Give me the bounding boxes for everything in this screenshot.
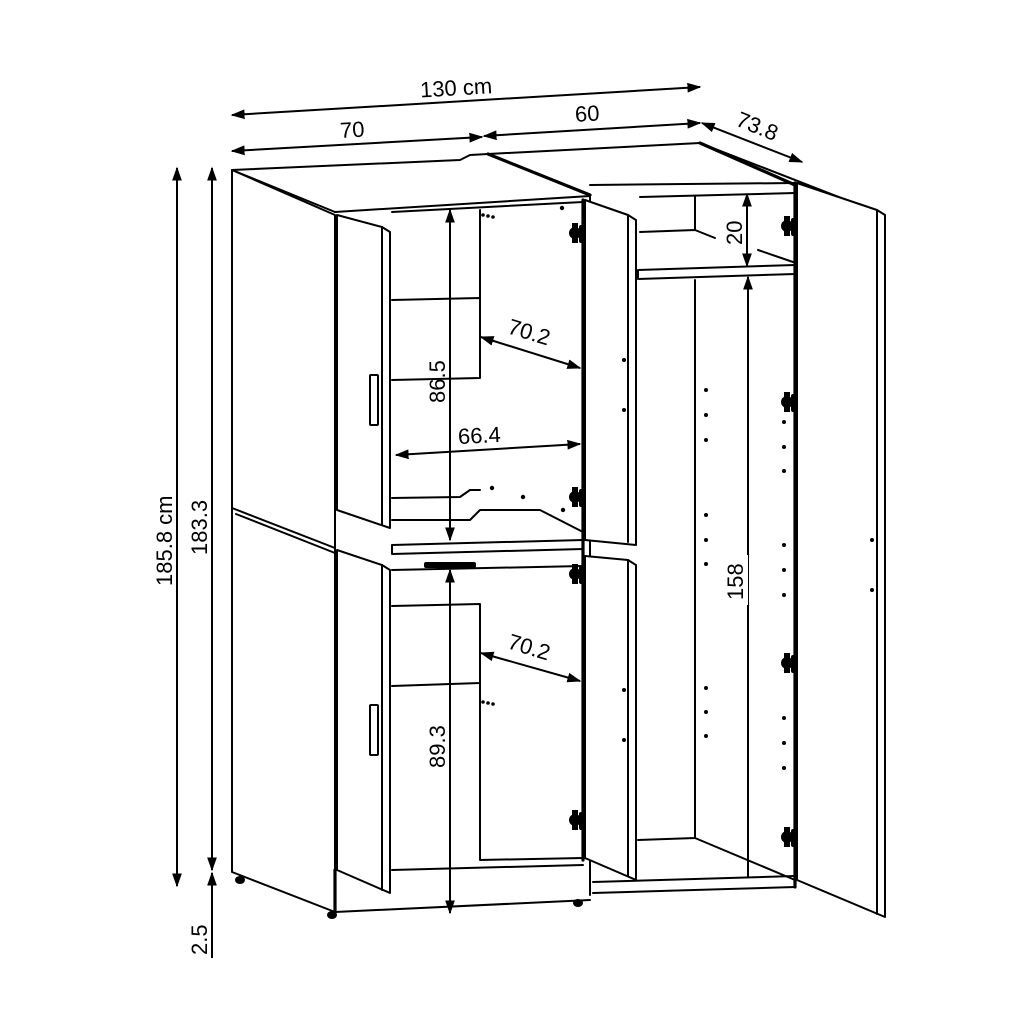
wardrobe-body [231, 141, 886, 919]
door-handle-icon [369, 374, 379, 426]
door-middle-lower [584, 555, 637, 881]
hinge-icon [569, 564, 585, 584]
upper-inner-floor [391, 489, 481, 499]
top-shelf-back-right [757, 249, 794, 263]
dimension-upper-height: 86.5 [425, 208, 455, 542]
total-height-label: 185.8 cm [152, 496, 177, 587]
top-shelf-back-left [639, 229, 716, 239]
upper-width-label: 66.4 [457, 422, 501, 449]
right-plinth-top [592, 875, 796, 883]
left-section-ceiling [391, 201, 584, 213]
lower-back-wall [479, 682, 584, 861]
dimension-lower-height: 89.3 [425, 568, 455, 915]
left-section-top-front [334, 195, 591, 213]
left-plinth-top [391, 864, 584, 871]
right-width-label: 60 [574, 100, 600, 126]
hinge-icon [569, 810, 585, 830]
hinge-icon [569, 223, 585, 243]
dimension-depth: 73.8 [700, 107, 804, 163]
left-plinth-bottom [334, 899, 591, 913]
door-middle-upper [584, 199, 637, 546]
dimension-body-height: 183.3 [187, 166, 217, 872]
dimension-hanging-height: 158 [723, 275, 753, 878]
top-shelf [637, 264, 796, 280]
lower-height-label: 89.3 [425, 725, 450, 768]
hinge-icon [781, 216, 797, 236]
door-left-lower [336, 549, 391, 894]
drawer-top-edge [391, 565, 584, 571]
door-left-upper [336, 214, 391, 529]
leg-left-back [235, 876, 245, 884]
leg-height-label: 2.5 [187, 924, 212, 955]
dimension-left-width: 70 [230, 117, 484, 156]
right-top-edge [698, 141, 797, 187]
section-divider-top [486, 152, 592, 197]
left-side-mid-seam-2 [235, 513, 336, 554]
shelf-pin-holes-left [481, 205, 566, 706]
shelf-pin-holes-right [704, 388, 786, 770]
door-handle-icon [369, 704, 379, 756]
drawer-handle [424, 562, 476, 568]
hinge-icon [781, 392, 797, 412]
depth-label: 73.8 [733, 107, 782, 146]
upper-depth-label: 70.2 [505, 314, 553, 350]
left-width-label: 70 [339, 117, 365, 143]
dimension-upper-width: 66.4 [394, 422, 582, 460]
lower-inner-box [391, 603, 481, 687]
dimension-leg-height: 2.5 [187, 871, 217, 958]
right-floor-diagonal [694, 837, 796, 881]
right-plinth-bottom [592, 886, 796, 894]
lower-depth-label: 70.2 [505, 629, 553, 665]
upper-height-label: 86.5 [425, 360, 450, 403]
right-section-top-front [589, 182, 796, 186]
hinge-icon [569, 487, 585, 507]
dimension-total-height: 185.8 cm [152, 166, 182, 888]
leg-left-front [327, 911, 337, 919]
middle-shelf-back [391, 509, 584, 533]
top-shelf-height-label: 20 [722, 221, 747, 245]
right-back-wall [637, 279, 696, 841]
left-side-mid-seam [231, 507, 336, 549]
leg-middle-front [573, 899, 583, 907]
dimension-total-width: 130 cm [230, 73, 702, 120]
door-right [796, 182, 886, 918]
dimension-top-shelf-height: 20 [722, 192, 752, 268]
hinge-icons [569, 216, 797, 847]
body-height-label: 183.3 [187, 500, 212, 555]
total-width-label: 130 cm [419, 73, 493, 102]
hinge-icon [781, 827, 797, 847]
dimension-right-width: 60 [482, 100, 702, 141]
right-section-ceiling [639, 192, 796, 198]
dimension-upper-depth: 70.2 [479, 314, 582, 369]
hinge-icon [781, 653, 797, 673]
hanging-height-label: 158 [723, 563, 748, 600]
middle-shelf [391, 539, 584, 555]
dimension-lower-depth: 70.2 [479, 629, 582, 683]
